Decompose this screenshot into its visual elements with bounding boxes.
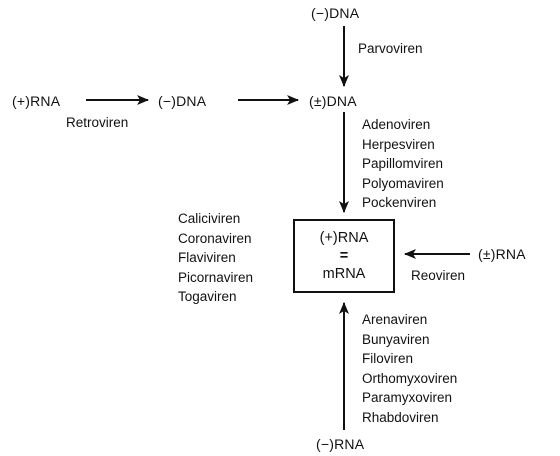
list-item: Paramyxoviren: [362, 390, 453, 405]
node-minus-dna-top: (−)DNA: [311, 5, 360, 21]
list-item: Arenaviren: [362, 312, 428, 327]
node-plus-rna-left: (+)RNA: [12, 93, 61, 109]
list-item: Filoviren: [362, 351, 414, 366]
list-item: Adenoviren: [362, 117, 431, 132]
box-line-plus-rna: (+)RNA: [319, 230, 369, 246]
list-item: Togaviren: [178, 289, 237, 304]
minus-rna-virus-list: Arenaviren Bunyaviren Filoviren Orthomyx…: [362, 310, 457, 427]
mrna-box: (+)RNA = mRNA: [293, 219, 395, 293]
list-item: Flaviviren: [178, 250, 236, 265]
list-item: Herpesviren: [362, 136, 435, 152]
dna-virus-list: Adenoviren Herpesviren Papillomviren Pol…: [362, 115, 444, 213]
list-item: Pockenviren: [362, 195, 437, 210]
list-item: Coronaviren: [178, 230, 252, 246]
box-line-equals: =: [339, 248, 349, 264]
list-item: Picornaviren: [178, 269, 254, 285]
list-item: Caliciviren: [178, 211, 241, 226]
label-reoviren: Reoviren: [411, 268, 466, 283]
list-item: Orthomyxoviren: [362, 370, 458, 386]
plus-rna-virus-list: Caliciviren Coronaviren Flaviviren Picor…: [178, 209, 253, 307]
list-item: Rhabdoviren: [362, 409, 439, 425]
node-pm-dna: (±)DNA: [309, 93, 357, 109]
box-line-mrna: mRNA: [322, 266, 366, 282]
list-item: Bunyaviren: [362, 331, 430, 347]
label-retroviren: Retroviren: [66, 115, 129, 130]
node-minus-rna-bottom: (−)RNA: [316, 436, 365, 452]
list-item: Papillomviren: [362, 156, 444, 171]
label-parvoviren: Parvoviren: [358, 41, 423, 56]
node-pm-rna-right: (±)RNA: [478, 246, 526, 262]
node-minus-dna-mid: (−)DNA: [158, 93, 207, 109]
list-item: Polyomaviren: [362, 175, 444, 191]
